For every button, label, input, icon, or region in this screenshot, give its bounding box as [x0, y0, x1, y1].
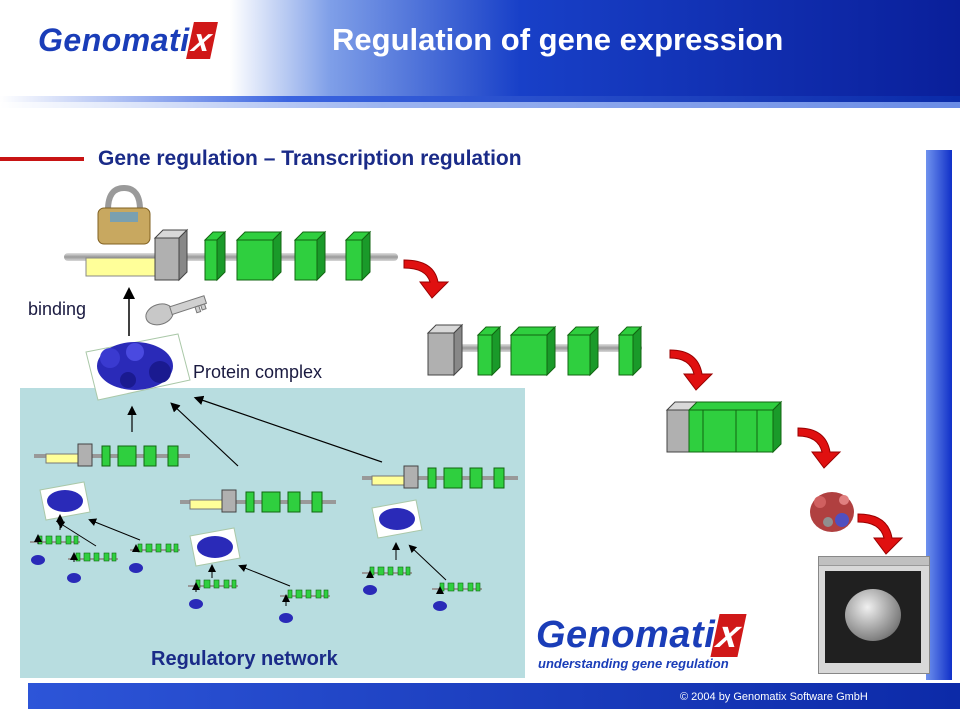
- protein-complex-label: Protein complex: [193, 362, 323, 382]
- key-icon: [145, 295, 208, 326]
- network-proteins: [39, 481, 423, 567]
- page-title: Regulation of gene expression: [332, 22, 784, 57]
- footer-bar: [28, 683, 960, 709]
- copyright-text: © 2004 by Genomatix Software GmbH: [680, 691, 868, 703]
- process-arrows: [403, 259, 904, 555]
- header-banner: [0, 0, 960, 100]
- footer-logo: Genomatix: [536, 614, 747, 657]
- header-divider: [0, 96, 960, 102]
- gene-full: [64, 228, 398, 282]
- section-subtitle: Gene regulation – Transcription regulati…: [98, 147, 522, 170]
- mrna-block: [665, 400, 783, 454]
- footer-logo-text: Genomati: [536, 614, 716, 656]
- embryo-image-icon: [818, 556, 930, 674]
- protein-blob-icon: [85, 333, 191, 401]
- header-logo: Genomatix: [38, 22, 218, 59]
- network-arrows: [127, 395, 383, 467]
- regulatory-network-panel: [20, 388, 525, 678]
- protein-structure-icon: [810, 492, 854, 532]
- subtitle-rule: [0, 157, 84, 161]
- gene-transcript: [426, 323, 643, 377]
- network-small-arrows: [34, 514, 447, 606]
- network-genes: [34, 443, 518, 513]
- padlock-icon: [97, 184, 151, 245]
- header-divider-light: [0, 102, 960, 108]
- promoter-block: [153, 228, 189, 282]
- logo-text: Genomati: [38, 22, 190, 58]
- network-tiny-genes: [30, 535, 482, 599]
- binding-label: binding: [28, 299, 87, 319]
- regulatory-network-label: Regulatory network: [151, 648, 338, 670]
- right-decor-bar: [926, 150, 952, 680]
- footer-logo-x-mark: x: [710, 614, 747, 657]
- logo-tagline: understanding gene regulation: [538, 656, 729, 671]
- network-tiny-proteins: [31, 555, 447, 623]
